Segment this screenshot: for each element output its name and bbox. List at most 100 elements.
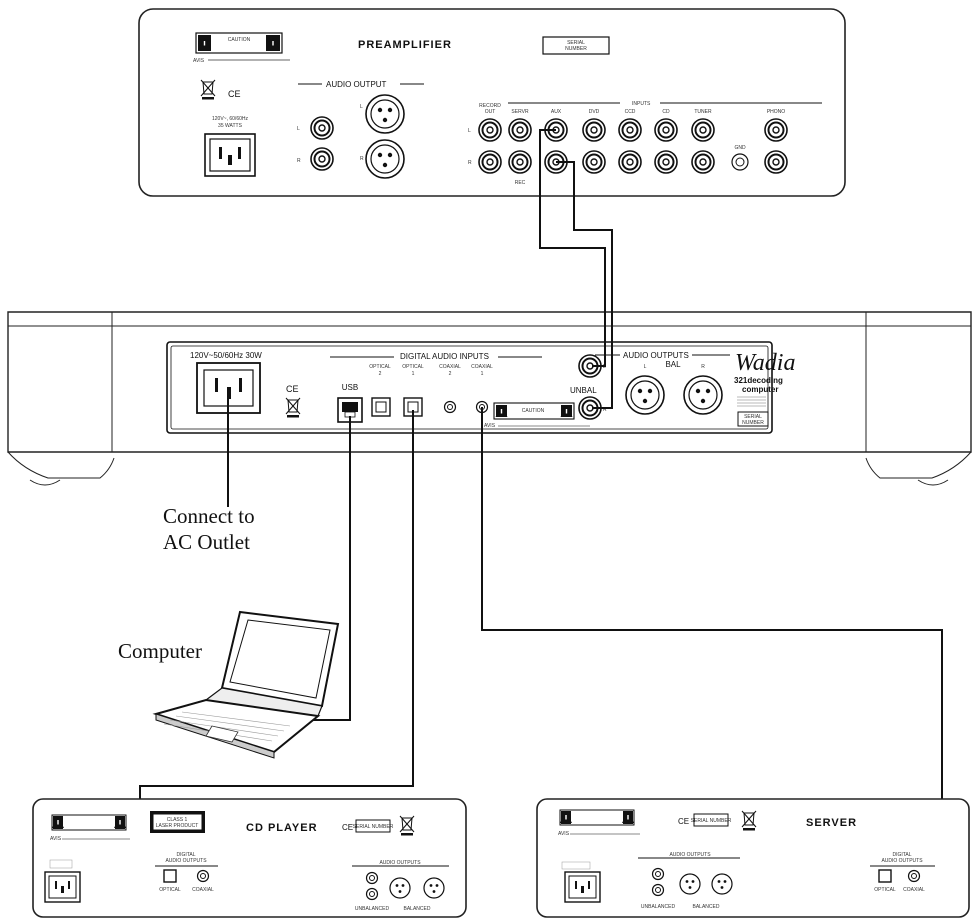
preamp-title: PREAMPLIFIER bbox=[358, 39, 452, 51]
preamp-inputs-label: INPUTS bbox=[632, 101, 651, 107]
ac-outlet-label-line2: AC Outlet bbox=[163, 530, 250, 554]
svg-text:L: L bbox=[468, 128, 471, 134]
svg-text:AVIS: AVIS bbox=[484, 423, 496, 429]
svg-text:CD: CD bbox=[662, 109, 670, 115]
svg-text:OPTICAL: OPTICAL bbox=[402, 364, 424, 370]
svg-text:L: L bbox=[644, 364, 647, 370]
preamp-power-rating: 120V~, 60/60Hz bbox=[212, 116, 248, 122]
cd-player-panel: AVIS CLASS 1 LASER PRODUCT CD PLAYER CE … bbox=[32, 798, 467, 918]
cd-caution-label bbox=[51, 814, 127, 831]
preamp-power-inlet bbox=[204, 133, 256, 177]
server-power-inlet bbox=[564, 871, 601, 903]
svg-text:AVIS: AVIS bbox=[50, 836, 62, 842]
svg-text:R: R bbox=[360, 156, 364, 162]
svg-text:TUNER: TUNER bbox=[694, 109, 712, 115]
dac-unit: 120V~50/60Hz 30W CE DIGITAL AUDIO INPUTS… bbox=[7, 311, 972, 486]
preamp-caution-label: CAUTION bbox=[195, 32, 283, 54]
svg-text:1: 1 bbox=[481, 371, 484, 377]
dac-optical1-port bbox=[403, 397, 423, 417]
svg-text:AVIS: AVIS bbox=[558, 831, 570, 837]
svg-text:BALANCED: BALANCED bbox=[693, 904, 720, 910]
cd-optical-port bbox=[163, 869, 177, 883]
cd-power-inlet bbox=[44, 871, 81, 903]
server-caution-label bbox=[559, 809, 635, 826]
cd-title: CD PLAYER bbox=[246, 822, 318, 834]
preamp-out-r-xlr bbox=[365, 139, 405, 179]
preamp-out-l-xlr bbox=[365, 94, 405, 134]
svg-text:L: L bbox=[360, 104, 363, 110]
svg-text:AUDIO OUTPUTS: AUDIO OUTPUTS bbox=[881, 858, 923, 864]
svg-text:LASER PRODUCT: LASER PRODUCT bbox=[156, 823, 199, 829]
svg-text:UNBALANCED: UNBALANCED bbox=[641, 904, 676, 910]
ac-outlet-label-line1: Connect to bbox=[163, 504, 255, 528]
cable-aux-right bbox=[556, 161, 613, 409]
svg-text:NUMBER: NUMBER bbox=[742, 420, 764, 426]
svg-text:CCD: CCD bbox=[625, 109, 636, 115]
svg-text:COAXIAL: COAXIAL bbox=[903, 887, 925, 893]
svg-text:2: 2 bbox=[379, 371, 382, 377]
dac-power-rating: 120V~50/60Hz 30W bbox=[190, 351, 262, 360]
cd-coaxial-jack bbox=[196, 869, 210, 883]
server-coaxial-jack bbox=[907, 869, 921, 883]
svg-text:CE: CE bbox=[342, 823, 353, 832]
preamp-audio-output-label: AUDIO OUTPUT bbox=[326, 80, 387, 89]
dac-usb-label: USB bbox=[342, 383, 358, 392]
svg-text:R: R bbox=[468, 160, 472, 166]
svg-text:OUT: OUT bbox=[485, 109, 496, 115]
svg-text:SERIAL NUMBER: SERIAL NUMBER bbox=[353, 824, 394, 830]
svg-text:CLASS 1: CLASS 1 bbox=[167, 817, 188, 823]
svg-text:2: 2 bbox=[449, 371, 452, 377]
svg-text:35 WATTS: 35 WATTS bbox=[218, 123, 243, 129]
server-panel: AVIS CE SERIAL NUMBER SERVER AUDIO OUTPU… bbox=[536, 798, 970, 918]
dac-bal-r-xlr bbox=[683, 375, 723, 415]
preamp-out-l-rca bbox=[310, 116, 334, 140]
preamp-avis: AVIS bbox=[193, 58, 205, 64]
svg-text:COAXIAL: COAXIAL bbox=[439, 364, 461, 370]
svg-text:DVD: DVD bbox=[589, 109, 600, 115]
svg-text:SERIAL: SERIAL bbox=[744, 414, 762, 420]
svg-text:321decoding: 321decoding bbox=[734, 376, 783, 385]
svg-text:SERIAL NUMBER: SERIAL NUMBER bbox=[691, 818, 732, 824]
svg-text:computer: computer bbox=[742, 385, 778, 394]
svg-text:OPTICAL: OPTICAL bbox=[159, 887, 181, 893]
svg-text:BALANCED: BALANCED bbox=[404, 906, 431, 912]
cable-aux-left bbox=[539, 129, 606, 367]
svg-text:CE: CE bbox=[678, 817, 689, 826]
preamp-caution-text: CAUTION bbox=[228, 37, 251, 43]
svg-text:UNBAL: UNBAL bbox=[570, 386, 597, 395]
dac-bal-l-xlr bbox=[625, 375, 665, 415]
laptop-icon bbox=[152, 610, 340, 759]
dac-ce: CE bbox=[286, 384, 299, 394]
preamplifier-panel: CAUTION AVIS CE PREAMPLIFIER SERIAL NUMB… bbox=[138, 8, 846, 197]
server-title: SERVER bbox=[806, 817, 857, 829]
svg-text:SERVR: SERVR bbox=[511, 109, 529, 115]
dac-optical2-port bbox=[371, 397, 391, 417]
svg-text:L: L bbox=[297, 126, 300, 132]
cables bbox=[139, 129, 943, 877]
svg-text:DIGITAL: DIGITAL bbox=[176, 852, 195, 858]
cable-usb bbox=[310, 416, 351, 721]
computer-label: Computer bbox=[118, 639, 202, 663]
svg-text:BAL: BAL bbox=[665, 360, 681, 369]
svg-text:RECORD: RECORD bbox=[479, 103, 501, 109]
svg-text:AUDIO OUTPUTS: AUDIO OUTPUTS bbox=[379, 860, 421, 866]
preamp-serial-box: SERIAL NUMBER bbox=[542, 36, 610, 55]
dac-audio-outputs-label: AUDIO OUTPUTS bbox=[623, 351, 689, 360]
svg-text:R: R bbox=[297, 158, 301, 164]
svg-text:R: R bbox=[701, 364, 705, 370]
cd-class1-label: CLASS 1 LASER PRODUCT bbox=[150, 811, 205, 833]
svg-text:UNBALANCED: UNBALANCED bbox=[355, 906, 390, 912]
dac-coax2-jack bbox=[443, 400, 457, 414]
preamp-out-r-rca bbox=[310, 147, 334, 171]
svg-text:COAXIAL: COAXIAL bbox=[471, 364, 493, 370]
svg-text:OPTICAL: OPTICAL bbox=[369, 364, 391, 370]
svg-text:GND: GND bbox=[734, 145, 746, 151]
svg-text:CAUTION: CAUTION bbox=[522, 408, 545, 414]
svg-text:PHONO: PHONO bbox=[767, 109, 785, 115]
svg-text:AUX: AUX bbox=[551, 109, 562, 115]
dac-digital-inputs-label: DIGITAL AUDIO INPUTS bbox=[400, 352, 489, 361]
svg-text:COAXIAL: COAXIAL bbox=[192, 887, 214, 893]
svg-text:OPTICAL: OPTICAL bbox=[874, 887, 896, 893]
svg-text:AUDIO OUTPUTS: AUDIO OUTPUTS bbox=[669, 852, 711, 858]
